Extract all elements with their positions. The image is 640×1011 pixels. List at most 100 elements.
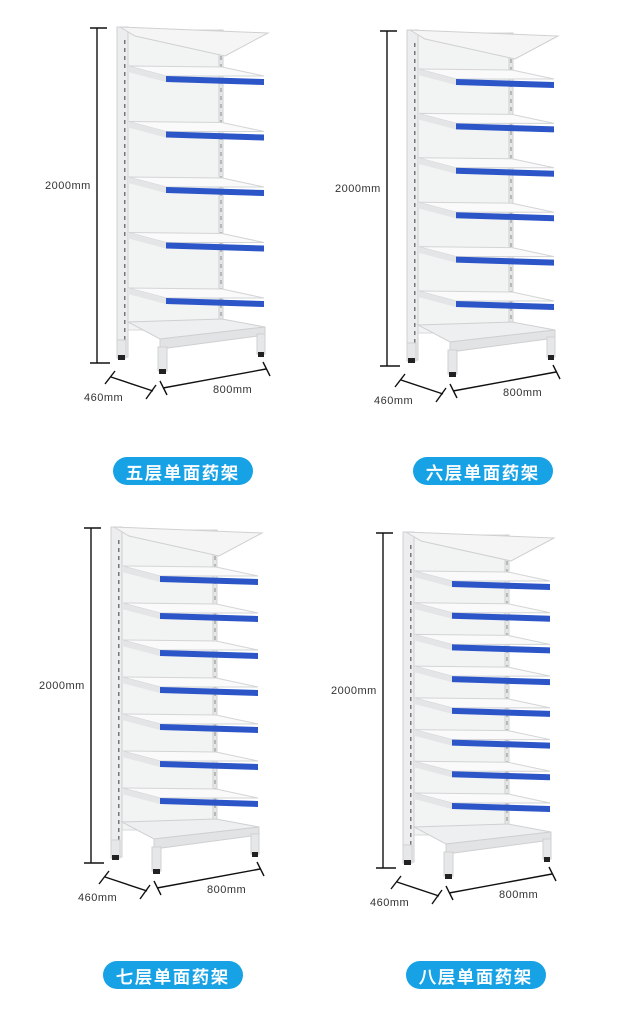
upright-slot [410,785,412,789]
shelf-tray [127,287,265,299]
upright-slot [506,785,508,789]
upright-slot [118,772,120,776]
leg [447,349,458,375]
upright-slot [124,256,126,260]
upright-slot [214,772,216,776]
upright-slot [118,612,120,616]
dimension-tick [139,884,151,900]
upright-slot [118,588,120,592]
upright-slot [118,748,120,752]
foot [544,857,550,862]
leg [250,833,260,855]
upright-slot [410,641,412,645]
upright-slot [124,192,126,196]
dimension-tick [256,861,265,877]
upright-slot [410,657,412,661]
shelf-tray [413,760,551,772]
shelf-side [414,602,452,619]
upright-slot [118,580,120,584]
dimension-tick [445,885,454,901]
dimension-tick [548,866,557,882]
depth-label: 460mm [370,897,409,909]
width-label: 800mm [213,384,252,396]
shelf-blue-edge [452,676,550,686]
upright-slot [220,280,222,284]
leg [256,333,266,355]
dimension-tick [449,383,458,399]
upright-slot [124,48,126,52]
upright-slot [410,801,412,805]
upright-slot [118,572,120,576]
shelf-side [418,246,456,263]
upright-slot [510,147,512,151]
shelf-side [128,66,166,82]
upright-slot [124,232,126,236]
upright-slot [214,556,216,560]
upright-slot [118,828,120,832]
upright-slot [124,248,126,252]
upright-slot [124,240,126,244]
shelf-blue-edge [166,242,264,252]
shelf-blue-edge [166,131,264,141]
upright-slot [118,756,120,760]
upright-slot [414,91,416,95]
shelf-side [128,177,166,193]
upright-slot [124,312,126,316]
upright-slot [414,275,416,279]
upright-slot [214,660,216,664]
shelf-blue-edge [452,771,550,781]
dimension-tick [153,880,162,896]
upright-slot [124,336,126,340]
upright-slot [510,99,512,103]
upright-slot [118,788,120,792]
upright-slot [510,283,512,287]
upright-slot [414,339,416,343]
shelf-side [122,566,160,582]
shelf-side [414,729,452,746]
upright-slot [414,187,416,191]
upright-slot [510,315,512,319]
upright-slot [414,243,416,247]
foot [445,874,452,879]
shelf-blue-edge [452,739,550,749]
shelf-tray [417,290,555,302]
dimension-tick [262,361,271,377]
upright-slot [124,272,126,276]
shelf-side [122,603,160,619]
height-label: 2000mm [39,680,85,692]
dimension-tick [552,364,561,380]
upright-slot [414,307,416,311]
shelf-blue-edge [160,687,258,696]
upright-slot [220,224,222,228]
upright-slot [118,556,120,560]
leg [151,846,162,872]
upright-slot [506,593,508,597]
width-dimension-line [156,868,261,889]
shelf-blue-edge [452,707,550,717]
product-label: 六层单面药架 [413,457,553,485]
upright-slot [214,628,216,632]
upright-slot [124,128,126,132]
upright-slot [414,107,416,111]
shelf-side [418,157,456,174]
shelf-side [414,697,452,714]
upright-slot [414,147,416,151]
upright-slot [414,323,416,327]
upright-slot [510,91,512,95]
upright-slot [414,51,416,55]
upright-slot [410,609,412,613]
upright-slot [214,732,216,736]
upright-slot [124,88,126,92]
upright-slot [414,83,416,87]
upright-slot [410,585,412,589]
upright-slot [410,617,412,621]
upright-slot [214,636,216,640]
width-label: 800mm [503,387,542,399]
upright-slot [124,200,126,204]
upright-slot [510,211,512,215]
upright-slot [118,764,120,768]
upright-slot [124,96,126,100]
dimension-tick [145,384,157,400]
